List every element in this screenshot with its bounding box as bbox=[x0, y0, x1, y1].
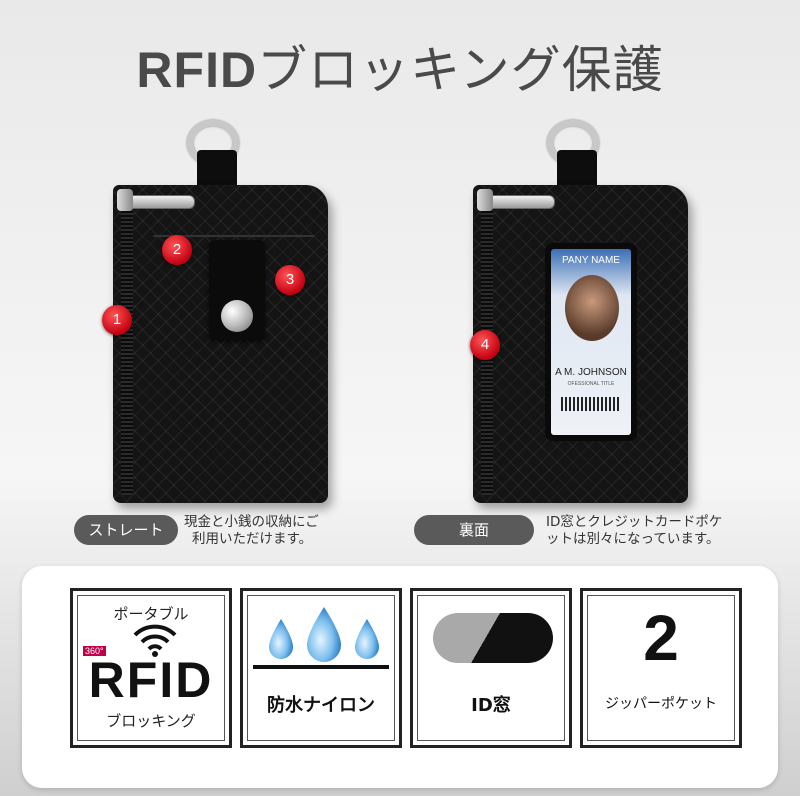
wallet-front bbox=[113, 185, 328, 503]
title-rfid: RFID bbox=[136, 42, 258, 98]
id-subtitle: OFESSIONAL TITLE bbox=[567, 381, 615, 387]
marker-1: 1 bbox=[102, 305, 132, 335]
feature-rfid: ポータブル 360° RFID ブロッキング bbox=[70, 588, 232, 748]
feature-zipper-label: ジッパーポケット bbox=[605, 696, 717, 712]
page-title: RFIDブロッキング保護 bbox=[0, 30, 800, 102]
caption-text-left: 現金と小銭の収納にご 利用いただけます。 bbox=[184, 514, 319, 548]
id-barcode bbox=[561, 397, 621, 411]
water-drops-icon bbox=[269, 607, 379, 662]
id-photo bbox=[565, 275, 619, 341]
zipper-left bbox=[121, 205, 133, 495]
feature-waterproof-label: 防水ナイロン bbox=[267, 695, 375, 716]
marker-2: 2 bbox=[162, 235, 192, 265]
feature-rfid-main: RFID bbox=[88, 652, 214, 708]
id-window: PANY NAME A M. JOHNSON OFESSIONAL TITLE bbox=[545, 243, 637, 441]
feature-id-window: ID窓 bbox=[410, 588, 572, 748]
id-company: PANY NAME bbox=[562, 255, 620, 266]
caption-right-line2: ットは別々になっています。 bbox=[546, 531, 720, 547]
marker-4: 4 bbox=[470, 330, 500, 360]
feature-zipper-count: 2 bbox=[643, 602, 679, 674]
title-japanese: ブロッキング保護 bbox=[257, 41, 664, 99]
caption-left-line2: 利用いただけます。 bbox=[192, 531, 313, 547]
feature-panel: ポータブル 360° RFID ブロッキング 防水ナイロン bbox=[22, 566, 778, 788]
id-name: A M. JOHNSON bbox=[555, 367, 627, 378]
zipper-head-right bbox=[477, 189, 493, 211]
caption-label-straight: ストレート bbox=[74, 515, 178, 545]
waterproof-divider bbox=[253, 665, 389, 669]
snap-button bbox=[221, 300, 253, 332]
feature-rfid-bottom: ブロッキング bbox=[106, 712, 196, 730]
caption-text-right: ID窓とクレジットカードポケ ットは別々になっています。 bbox=[546, 514, 722, 548]
feature-waterproof: 防水ナイロン bbox=[240, 588, 402, 748]
feature-id-window-label: ID窓 bbox=[471, 695, 511, 716]
feature-rfid-top: ポータブル bbox=[113, 605, 189, 623]
card-slot bbox=[153, 235, 315, 277]
id-window-icon bbox=[433, 613, 553, 663]
zipper-head-left bbox=[117, 189, 133, 211]
wallet-back: PANY NAME A M. JOHNSON OFESSIONAL TITLE bbox=[473, 185, 688, 503]
id-card: PANY NAME A M. JOHNSON OFESSIONAL TITLE bbox=[551, 249, 631, 435]
product-photos: 1 2 3 PANY NAME A M. JOHNSON OFESSIONAL … bbox=[74, 120, 722, 548]
feature-zipper-pockets: 2 ジッパーポケット bbox=[580, 588, 742, 748]
caption-label-back: 裏面 bbox=[414, 515, 534, 545]
marker-3: 3 bbox=[275, 265, 305, 295]
wifi-icon bbox=[133, 624, 177, 657]
caption-right-line1: ID窓とクレジットカードポケ bbox=[546, 514, 723, 530]
snap-tab bbox=[209, 240, 265, 340]
caption-left-line1: 現金と小銭の収納にご bbox=[184, 514, 319, 530]
badge-360: 360° bbox=[83, 646, 106, 656]
